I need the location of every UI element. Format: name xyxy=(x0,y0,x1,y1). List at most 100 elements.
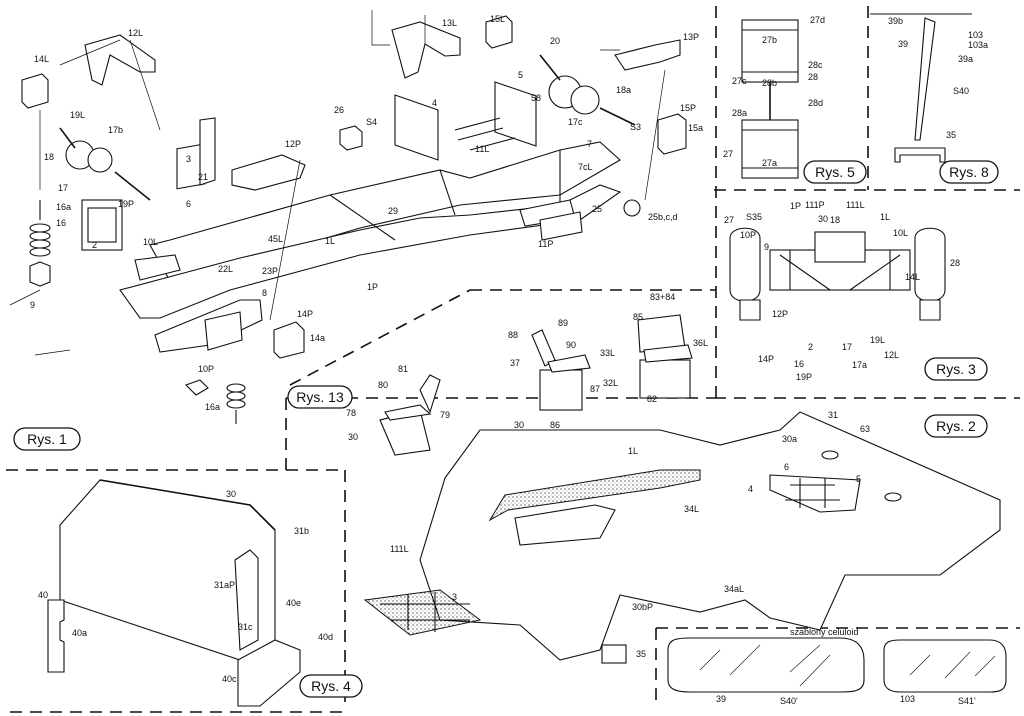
part-label-chassis: 12L xyxy=(128,28,143,38)
part-label-seats: 30 xyxy=(514,420,524,430)
part-label-chassis: 11P xyxy=(538,239,553,249)
chassis-part-labels: 12L14L19L17b181716a1692321610L22L45L12P1… xyxy=(30,14,703,412)
part-label-chassis: 5 xyxy=(518,70,523,80)
part-label-rys2: 3 xyxy=(452,592,457,602)
rys5-axle-drawing xyxy=(741,19,799,179)
part-label-rys5: 27a xyxy=(762,158,777,168)
part-label-rys5: 28a xyxy=(732,108,747,118)
part-label-rys3: 111P xyxy=(805,200,825,210)
part-label-rys8: 35 xyxy=(946,130,956,140)
part-label-seats: 85 xyxy=(633,312,643,322)
part-label-chassis: 16 xyxy=(56,218,66,228)
figure-title-rys2: Rys. 2 xyxy=(924,414,988,438)
part-label-rys13: 30 xyxy=(348,432,358,442)
part-label-rys3: 10L xyxy=(893,228,908,238)
part-label-rys8: 39a xyxy=(958,54,973,64)
part-label-templates: S40' xyxy=(780,696,798,706)
part-label-rys2: 1L xyxy=(628,446,638,456)
part-label-rys3: 16 xyxy=(794,359,804,369)
part-label-rys5: 28b xyxy=(762,78,777,88)
part-label-chassis: 17b xyxy=(108,125,123,135)
part-label-chassis: 1P xyxy=(367,282,378,292)
part-label-chassis: 22L xyxy=(218,264,233,274)
part-label-rys3: 17 xyxy=(842,342,852,352)
part-label-chassis: 16a xyxy=(56,202,71,212)
part-label-rys8: 39b xyxy=(888,16,903,26)
part-label-rys4: 31b xyxy=(294,526,309,536)
figure-title-rys8-text: Rys. 8 xyxy=(949,164,989,180)
part-label-rys3: 2 xyxy=(808,342,813,352)
part-label-rys13: 78 xyxy=(346,408,356,418)
figure-title-rys4-text: Rys. 4 xyxy=(311,678,351,694)
part-label-chassis: 15L xyxy=(490,14,505,24)
rys8-drawing xyxy=(870,13,972,163)
part-label-rys2: 35 xyxy=(636,649,646,659)
part-label-seats: 83+84 xyxy=(650,292,675,302)
part-label-rys3: 10P xyxy=(740,230,756,240)
part-label-chassis: 21 xyxy=(198,172,208,182)
part-label-rys2: 30bP xyxy=(632,602,653,612)
part-label-chassis: 7 xyxy=(587,139,592,149)
figure-title-rys1-text: Rys. 1 xyxy=(27,431,67,447)
part-label-rys5: 27 xyxy=(723,149,733,159)
template-caption: szablony celuloid xyxy=(790,627,859,637)
part-label-rys3: 27 xyxy=(724,215,734,225)
rys4-body-side-drawing xyxy=(47,479,301,707)
part-label-rys5: 28c xyxy=(808,60,823,70)
part-label-seats: 86 xyxy=(550,420,560,430)
part-label-rys5: 28 xyxy=(808,72,818,82)
part-label-rys3: 18 xyxy=(830,215,840,225)
part-label-rys5: 27c xyxy=(732,76,747,86)
figure-title-rys13-text: Rys. 13 xyxy=(296,389,344,405)
part-label-seats: 87 xyxy=(590,384,600,394)
part-label-chassis: 2 xyxy=(92,240,97,250)
rys13-seat-drawing xyxy=(379,374,441,456)
part-label-chassis: 18a xyxy=(616,85,631,95)
figure-title-rys3: Rys. 3 xyxy=(924,357,988,381)
part-label-chassis: 29 xyxy=(388,206,398,216)
part-label-rys3: 12P xyxy=(772,309,788,319)
figure-title-rys5: Rys. 5 xyxy=(803,160,867,184)
figure-title-rys5-text: Rys. 5 xyxy=(815,164,855,180)
part-label-chassis: 14a xyxy=(310,333,325,343)
part-label-chassis: 14P xyxy=(297,309,313,319)
figure-title-rys2-text: Rys. 2 xyxy=(936,418,976,434)
part-label-rys2: 34L xyxy=(684,504,699,514)
part-label-chassis: 10P xyxy=(198,364,214,374)
part-label-rys8: 103 xyxy=(968,30,983,40)
part-label-chassis: 17 xyxy=(58,183,68,193)
part-label-chassis: 19L xyxy=(70,110,85,120)
part-label-seats: 33L xyxy=(600,348,615,358)
part-label-chassis: 20 xyxy=(550,36,560,46)
part-label-templates: 103 xyxy=(900,694,915,704)
part-label-seats: 82 xyxy=(647,394,657,404)
part-label-chassis: 9 xyxy=(30,300,35,310)
part-label-rys2: 6 xyxy=(784,462,789,472)
part-label-chassis: 25 xyxy=(592,204,602,214)
part-label-rys3: 19P xyxy=(796,372,812,382)
part-label-rys4: 40c xyxy=(222,674,237,684)
section-dividers xyxy=(6,6,1020,713)
part-label-rys13: 79 xyxy=(440,410,450,420)
part-label-seats: 88 xyxy=(508,330,518,340)
part-label-chassis: 58 xyxy=(531,93,541,103)
part-label-chassis: 45L xyxy=(268,234,283,244)
part-label-templates: 39 xyxy=(716,694,726,704)
part-label-rys8: 103a xyxy=(968,40,988,50)
part-label-chassis: 15a xyxy=(688,123,703,133)
part-label-chassis: 1L xyxy=(325,236,335,246)
part-label-rys3: S35 xyxy=(746,212,762,222)
part-label-rys3: 1L xyxy=(880,212,890,222)
part-label-rys13: 81 xyxy=(398,364,408,374)
part-label-seats: 36L xyxy=(693,338,708,348)
part-label-chassis: 18 xyxy=(44,152,54,162)
part-label-chassis: 13P xyxy=(683,32,699,42)
figure-title-rys1: Rys. 1 xyxy=(13,427,81,451)
part-label-rys2: 34aL xyxy=(724,584,744,594)
part-label-rys4: 31c xyxy=(238,622,253,632)
